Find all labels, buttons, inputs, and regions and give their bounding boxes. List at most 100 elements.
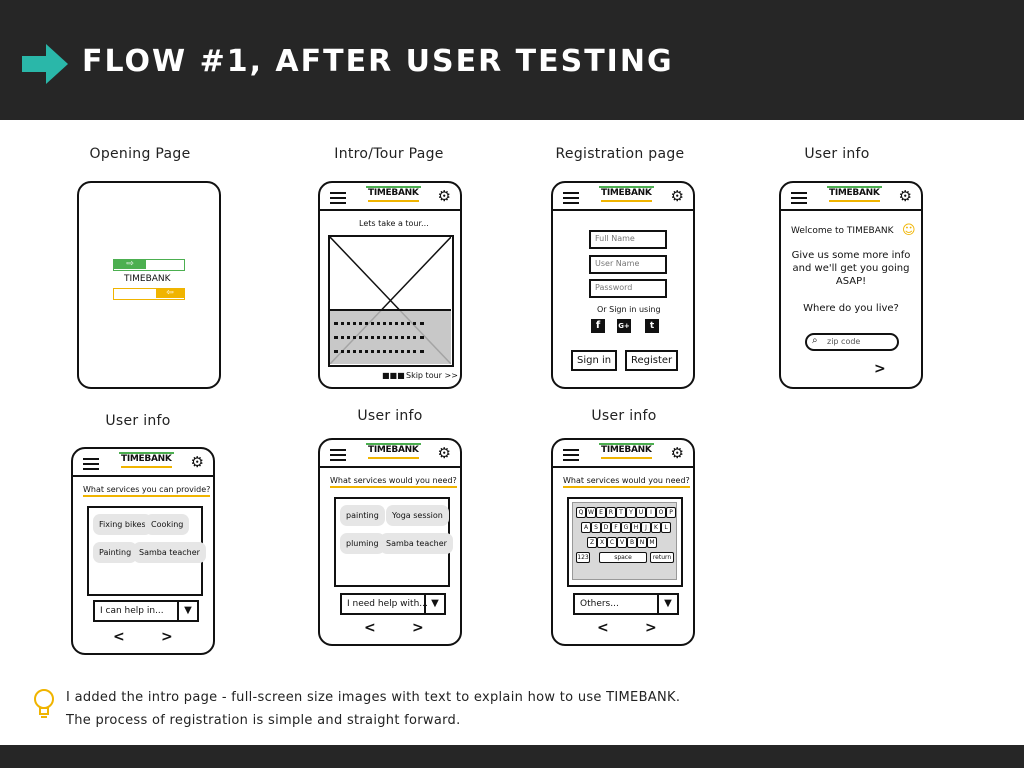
phone-userinfo-1: TIMEBANK ⚙ Welcome to TIMEBANK ☺ Give us… [779,181,923,389]
menu-icon[interactable] [563,192,579,204]
key-m[interactable]: M [647,537,657,548]
key-p[interactable]: P [666,507,676,518]
key-y[interactable]: Y [626,507,636,518]
label-intro: Intro/Tour Page [334,146,444,162]
key-s[interactable]: S [591,522,601,533]
password-field[interactable]: Password [589,279,667,298]
menu-icon[interactable] [330,449,346,461]
service-chip[interactable]: Samba teacher [380,533,453,554]
chevron-down-icon[interactable]: ▼ [177,602,197,620]
key-d[interactable]: D [601,522,611,533]
service-chip[interactable]: painting [340,505,385,526]
key-q[interactable]: Q [576,507,586,518]
gear-icon[interactable]: ⚙ [898,187,912,205]
menu-icon[interactable] [330,192,346,204]
key-u[interactable]: U [636,507,646,518]
brand-logo: TIMEBANK [599,186,654,202]
header-bar: FLOW #1, AFTER USER TESTING [0,0,1024,120]
service-chip[interactable]: Cooking [145,514,190,535]
key-f[interactable]: F [611,522,621,533]
green-slider: ⇨ [113,259,185,271]
prev-arrow[interactable]: < [113,629,125,645]
twitter-icon[interactable]: t [645,319,659,333]
service-chip[interactable]: Fixing bikes [93,514,152,535]
key-space[interactable]: space [599,552,647,563]
yellow-slider: ⇦ [113,288,185,300]
brand-logo: TIMEBANK [119,452,174,468]
key-j[interactable]: J [641,522,651,533]
chevron-down-icon[interactable]: ▼ [657,595,677,613]
google-plus-icon[interactable]: G+ [617,319,631,333]
menu-icon[interactable] [791,192,807,204]
help-in-select[interactable]: I can help in... ▼ [93,600,199,622]
facebook-icon[interactable]: f [591,319,605,333]
chevron-down-icon[interactable]: ▼ [424,595,444,613]
key-l[interactable]: L [661,522,671,533]
smiley-icon: ☺ [902,223,916,238]
register-button[interactable]: Register [625,350,679,371]
key-numbers[interactable]: 123 [576,552,590,563]
phone-opening: ⇨ TIMEBANK ⇦ [77,181,221,389]
key-z[interactable]: Z [587,537,597,548]
brand-logo: TIMEBANK [366,186,421,202]
or-sign-in-text: Or Sign in using [597,305,661,314]
menu-icon[interactable] [563,449,579,461]
key-a[interactable]: A [581,522,591,533]
key-c[interactable]: C [607,537,617,548]
services-box: Fixing bikes Cooking Painting Samba teac… [87,506,206,596]
label-userinfo-3: User info [357,408,423,424]
full-name-field[interactable]: Full Name [589,230,667,249]
gear-icon[interactable]: ⚙ [437,187,451,205]
skip-tour-link[interactable]: Skip tour >> [406,371,458,380]
others-select[interactable]: Others... ▼ [573,593,679,615]
key-r[interactable]: R [606,507,616,518]
service-chip[interactable]: pluming [340,533,385,554]
label-userinfo-4: User info [591,408,657,424]
footer-bar [0,745,1024,768]
next-arrow[interactable]: > [874,361,886,377]
note-line-1: I added the intro page - full-screen siz… [66,690,681,705]
key-return[interactable]: return [650,552,674,563]
question-text: What services would you need? [563,476,690,488]
key-i[interactable]: I [646,507,656,518]
help-with-select[interactable]: I need help with... ▼ [340,593,446,615]
phone-intro: TIMEBANK ⚙ Lets take a tour... ■■■ Skip … [318,181,462,389]
key-e[interactable]: E [596,507,606,518]
service-chip[interactable]: Samba teacher [133,542,206,563]
prev-arrow[interactable]: < [597,620,609,636]
welcome-text: Welcome to TIMEBANK [791,226,894,236]
next-arrow[interactable]: > [412,620,424,636]
sign-in-button[interactable]: Sign in [571,350,618,371]
next-arrow[interactable]: > [645,620,657,636]
key-v[interactable]: V [617,537,627,548]
key-b[interactable]: B [627,537,637,548]
zip-search-input[interactable]: ⌕ zip code [805,333,899,351]
teal-arrow-icon [22,44,68,84]
key-w[interactable]: W [586,507,596,518]
key-h[interactable]: H [631,522,641,533]
key-x[interactable]: X [597,537,607,548]
key-k[interactable]: K [651,522,661,533]
gear-icon[interactable]: ⚙ [670,187,684,205]
prev-arrow[interactable]: < [364,620,376,636]
user-name-field[interactable]: User Name [589,255,667,274]
key-g[interactable]: G [621,522,631,533]
tour-text-overlay [330,309,451,364]
opening-brand: TIMEBANK [124,274,171,284]
service-chip[interactable]: Yoga session [386,505,449,526]
key-o[interactable]: O [656,507,666,518]
key-n[interactable]: N [637,537,647,548]
gear-icon[interactable]: ⚙ [670,444,684,462]
question-text: What services you can provide? [83,485,211,497]
gear-icon[interactable]: ⚙ [190,453,204,471]
key-t[interactable]: T [616,507,626,518]
label-userinfo-2: User info [105,413,171,429]
menu-icon[interactable] [83,458,99,470]
question-text: What services would you need? [330,476,457,488]
next-arrow[interactable]: > [161,629,173,645]
tour-tagline: Lets take a tour... [359,219,429,228]
gear-icon[interactable]: ⚙ [437,444,451,462]
service-chip[interactable]: Painting [93,542,138,563]
brand-logo: TIMEBANK [827,186,882,202]
